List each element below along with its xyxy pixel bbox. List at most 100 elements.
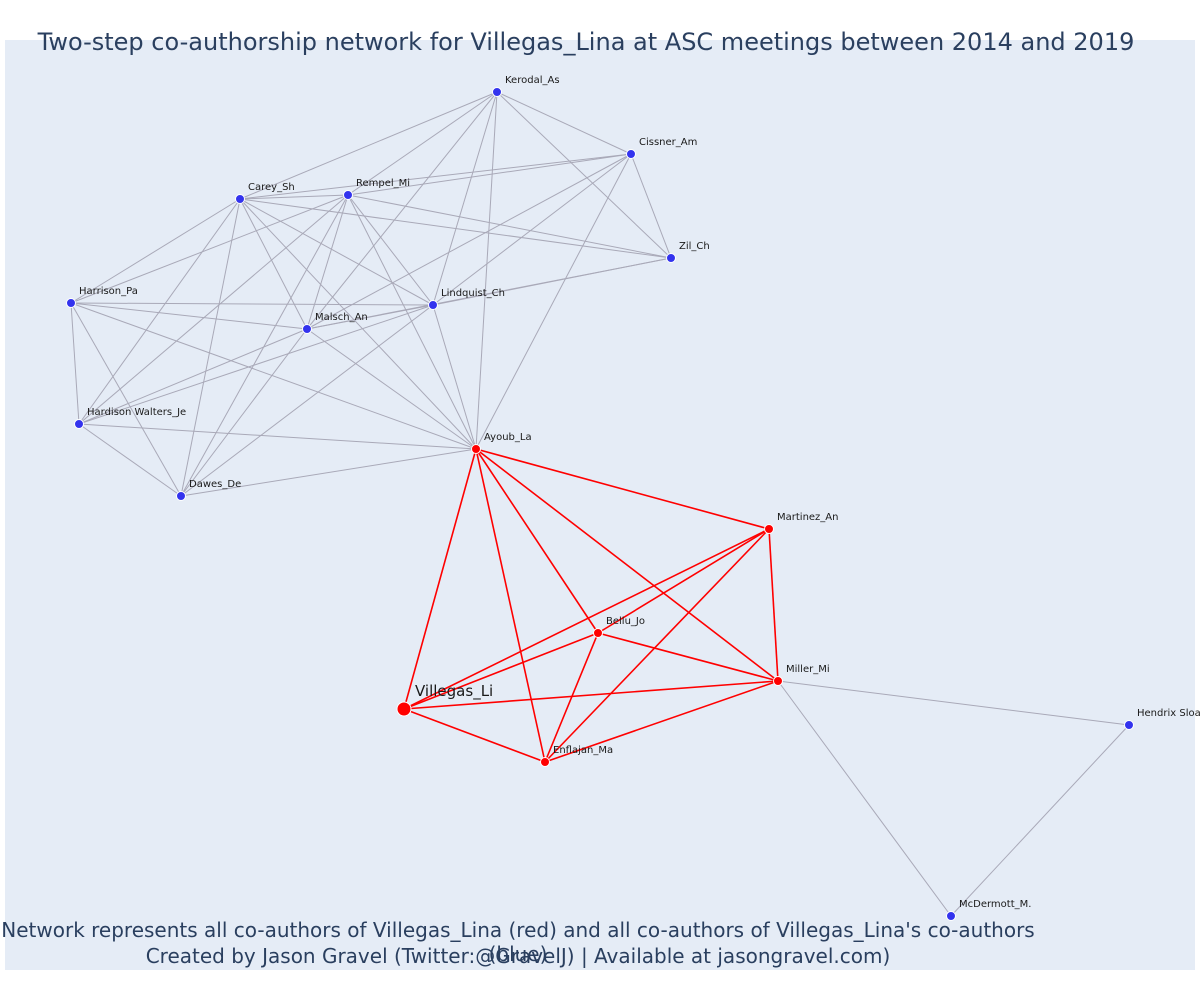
- plot-area: [5, 40, 1195, 970]
- grey-edge-harrison-pa-lindquist-ch: [70, 302, 434, 306]
- node-label-villegas-li: Villegas_Li: [415, 682, 493, 701]
- grey-edge-carey-sh-hardison-walters-je: [78, 198, 241, 425]
- grey-edge-ayoub-la-malsch-an: [306, 328, 477, 450]
- node-label-zil-ch: Zil_Ch: [679, 241, 710, 252]
- caption-line-1: Network represents all co-authors of Vil…: [1, 918, 1035, 966]
- grey-edge-cissner-am-zil-ch: [630, 153, 672, 259]
- node-villegas-li[interactable]: [396, 701, 412, 717]
- red-edge-villegas-li-ayoub-la: [403, 448, 477, 710]
- grey-edge-carey-sh-dawes-de: [180, 198, 241, 497]
- node-zil-ch[interactable]: [666, 253, 676, 263]
- red-edge-martinez-an-bellu-jo: [597, 528, 770, 634]
- grey-edges-layer: [70, 91, 1130, 917]
- node-mcdermott-m[interactable]: [946, 911, 956, 921]
- red-edge-villegas-li-bellu-jo: [403, 632, 599, 710]
- caption-line-2: Created by Jason Gravel (Twitter:@Gravel…: [145, 944, 891, 968]
- red-edge-miller-mi-enflajan-ma: [544, 680, 779, 763]
- grey-edge-kerodal-as-lindquist-ch: [432, 91, 498, 306]
- grey-edge-carey-sh-rempel-mi: [239, 194, 349, 200]
- node-ayoub-la[interactable]: [471, 444, 481, 454]
- grey-edge-miller-mi-mcdermott-m: [777, 680, 952, 917]
- grey-edge-carey-sh-harrison-pa: [70, 198, 241, 304]
- node-label-harrison-pa: Harrison_Pa: [79, 286, 138, 297]
- node-hardison-walters-je[interactable]: [74, 419, 84, 429]
- red-edge-ayoub-la-martinez-an: [475, 448, 770, 530]
- node-label-mcdermott-m: McDermott_M.: [959, 899, 1031, 910]
- grey-edge-rempel-mi-harrison-pa: [70, 194, 349, 304]
- node-martinez-an[interactable]: [764, 524, 774, 534]
- grey-edge-ayoub-la-hardison-walters-je: [78, 423, 477, 450]
- node-malsch-an[interactable]: [302, 324, 312, 334]
- grey-edge-harrison-pa-dawes-de: [70, 302, 182, 497]
- red-edge-bellu-jo-miller-mi: [597, 632, 779, 682]
- node-label-dawes-de: Dawes_De: [189, 479, 241, 490]
- node-enflajan-ma[interactable]: [540, 757, 550, 767]
- node-lindquist-ch[interactable]: [428, 300, 438, 310]
- grey-edge-lindquist-ch-dawes-de: [180, 304, 434, 497]
- grey-edge-ayoub-la-cissner-am: [475, 153, 632, 450]
- red-edge-ayoub-la-bellu-jo: [475, 448, 599, 634]
- grey-edge-lindquist-ch-malsch-an: [306, 304, 434, 330]
- node-rempel-mi[interactable]: [343, 190, 353, 200]
- grey-edge-harrison-pa-hardison-walters-je: [70, 302, 80, 425]
- node-label-rempel-mi: Rempel_Mi: [356, 178, 410, 189]
- grey-edge-rempel-mi-zil-ch: [347, 194, 672, 259]
- node-dawes-de[interactable]: [176, 491, 186, 501]
- node-bellu-jo[interactable]: [593, 628, 603, 638]
- grey-edge-rempel-mi-malsch-an: [306, 194, 349, 330]
- grey-edge-kerodal-as-rempel-mi: [347, 91, 498, 196]
- grey-edge-cissner-am-carey-sh: [239, 153, 632, 200]
- grey-edge-rempel-mi-lindquist-ch: [347, 194, 434, 306]
- grey-edge-lindquist-ch-hardison-walters-je: [78, 304, 434, 425]
- grey-edge-cissner-am-rempel-mi: [347, 153, 632, 196]
- node-label-bellu-jo: Bellu_Jo: [606, 616, 645, 627]
- node-label-miller-mi: Miller_Mi: [786, 664, 830, 675]
- red-edge-ayoub-la-enflajan-ma: [475, 448, 546, 763]
- node-label-kerodal-as: Kerodal_As: [505, 75, 560, 86]
- grey-edge-cissner-am-malsch-an: [306, 153, 632, 330]
- grey-edge-ayoub-la-lindquist-ch: [432, 304, 477, 450]
- grey-edge-harrison-pa-malsch-an: [70, 302, 308, 330]
- red-edge-martinez-an-enflajan-ma: [544, 528, 770, 763]
- node-hendrix-sloa[interactable]: [1124, 720, 1134, 730]
- node-miller-mi[interactable]: [773, 676, 783, 686]
- grey-edge-miller-mi-hendrix-sloa: [777, 680, 1130, 726]
- node-cissner-am[interactable]: [626, 149, 636, 159]
- grey-edge-rempel-mi-hardison-walters-je: [78, 194, 349, 425]
- node-label-enflajan-ma: Enflajan_Ma: [553, 745, 613, 756]
- node-label-ayoub-la: Ayoub_La: [484, 432, 532, 443]
- red-edge-bellu-jo-enflajan-ma: [544, 632, 599, 763]
- red-edge-ayoub-la-miller-mi: [475, 448, 779, 682]
- node-harrison-pa[interactable]: [66, 298, 76, 308]
- chart-title: Two-step co-authorship network for Ville…: [37, 28, 1135, 56]
- grey-edge-carey-sh-lindquist-ch: [239, 198, 434, 306]
- grey-edge-kerodal-as-zil-ch: [496, 91, 672, 259]
- grey-edge-ayoub-la-rempel-mi: [347, 194, 477, 450]
- node-label-cissner-am: Cissner_Am: [639, 137, 697, 148]
- labels-layer: Villegas_Li Ayoub_LaMartinez_AnBellu_JoMi…: [79, 75, 1200, 910]
- grey-edge-rempel-mi-dawes-de: [180, 194, 349, 497]
- grey-edge-hardison-walters-je-dawes-de: [78, 423, 182, 497]
- red-edges-layer: [403, 448, 779, 763]
- node-label-malsch-an: Malsch_An: [315, 312, 368, 323]
- node-label-carey-sh: Carey_Sh: [248, 182, 295, 193]
- grey-edge-ayoub-la-kerodal-as: [475, 91, 498, 450]
- grey-edge-carey-sh-malsch-an: [239, 198, 308, 330]
- grey-edge-cissner-am-lindquist-ch: [432, 153, 632, 306]
- node-label-hendrix-sloa: Hendrix Sloa: [1137, 708, 1200, 719]
- grey-edge-kerodal-as-carey-sh: [239, 91, 498, 200]
- grey-edge-malsch-an-dawes-de: [180, 328, 308, 497]
- node-kerodal-as[interactable]: [492, 87, 502, 97]
- node-label-martinez-an: Martinez_An: [777, 512, 838, 523]
- node-label-hardison-walters-je: Hardison Walters_Je: [87, 407, 186, 418]
- grey-edge-kerodal-as-malsch-an: [306, 91, 498, 330]
- red-edge-villegas-li-miller-mi: [403, 680, 779, 710]
- nodes-layer: [66, 87, 1134, 921]
- grey-edge-ayoub-la-dawes-de: [180, 448, 477, 497]
- grey-edge-malsch-an-hardison-walters-je: [78, 328, 308, 425]
- grey-edge-hendrix-sloa-mcdermott-m: [950, 724, 1130, 917]
- grey-edge-kerodal-as-cissner-am: [496, 91, 632, 155]
- node-label-lindquist-ch: Lindquist_Ch: [441, 288, 505, 299]
- node-carey-sh[interactable]: [235, 194, 245, 204]
